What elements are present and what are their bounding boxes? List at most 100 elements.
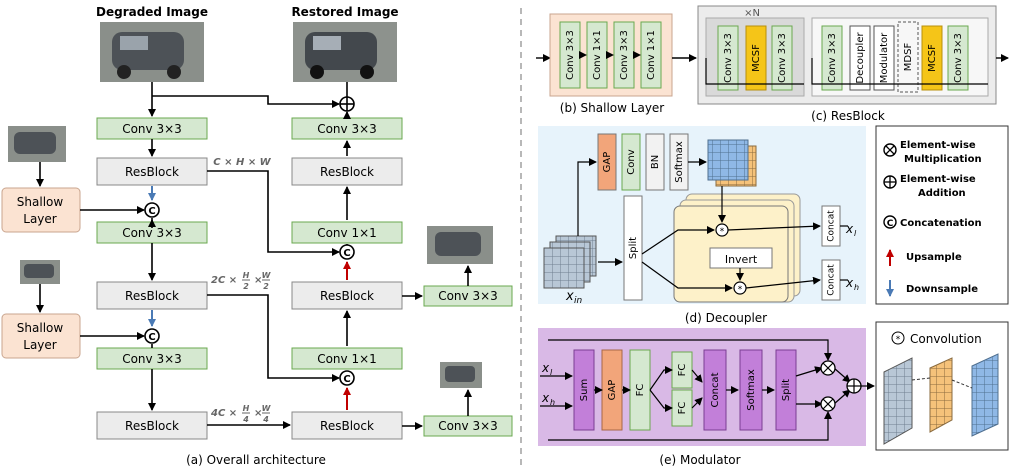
svg-text:C: C (343, 248, 350, 259)
resblock-label: ResBlock (320, 289, 374, 303)
caption-a: (a) Overall architecture (186, 453, 326, 467)
svg-text:h: h (550, 398, 555, 407)
dim-label-1: C × H × W (213, 157, 271, 168)
svg-text:Sum: Sum (579, 379, 590, 401)
modulator-block: FC (671, 389, 693, 427)
svg-text:FC: FC (635, 384, 646, 397)
svg-text:C: C (148, 206, 155, 217)
svg-text:Split: Split (628, 237, 639, 259)
svg-text:GAP: GAP (607, 380, 618, 401)
svg-text:4: 4 (262, 415, 269, 424)
svg-text:Concatenation: Concatenation (900, 218, 982, 229)
svg-text:Split: Split (781, 379, 792, 401)
convolution-illustration: * Convolution (875, 321, 1009, 451)
svg-text:Shallow: Shallow (17, 321, 64, 335)
svg-text:H: H (243, 404, 250, 413)
shallow-block: Conv 3×3 (559, 21, 581, 89)
resblock-label: ResBlock (125, 165, 179, 179)
modulator-block: FC (629, 349, 651, 431)
shallow-block: Conv 3×3 (613, 21, 635, 89)
dim-label-2: 2C × H 2 × W 2 (211, 271, 272, 291)
svg-text:*: * (738, 285, 743, 295)
svg-text:H: H (243, 271, 250, 280)
svg-text:MCSF: MCSF (927, 44, 938, 72)
conv-block (291, 221, 403, 244)
conv-label: Conv 3×3 (438, 289, 498, 303)
restored-image-label: Restored Image (291, 5, 398, 19)
svg-text:Softmax: Softmax (746, 369, 757, 411)
conv-label: Conv 1×1 (317, 226, 377, 240)
svg-text:Convolution: Convolution (910, 332, 982, 346)
svg-text:2: 2 (243, 282, 249, 291)
svg-text:x: x (565, 289, 574, 304)
conv-label: Conv 3×3 (317, 122, 377, 136)
svg-text:x: x (845, 222, 854, 236)
degraded-image-label: Degraded Image (96, 5, 208, 19)
degraded-car-image (100, 22, 204, 82)
svg-text:BN: BN (650, 155, 661, 169)
svg-text:in: in (574, 296, 583, 306)
resblock-block: Conv 3×3 (821, 25, 843, 91)
legend: C Element-wise Multiplication Element-wi… (875, 125, 1009, 305)
svg-text:x: x (541, 391, 550, 405)
output-image-smaller (440, 362, 482, 388)
svg-text:Decoupler: Decoupler (855, 32, 866, 84)
resblock-label: ResBlock (125, 289, 179, 303)
resblock-label: ResBlock (125, 419, 179, 433)
modulator-block: GAP (601, 349, 623, 431)
resblock-block: Modulator (873, 25, 895, 91)
conv-label: Conv 3×3 (122, 226, 182, 240)
resblock-block: MCSF (745, 25, 767, 91)
resblock-5 (291, 281, 403, 310)
svg-text:x: x (845, 276, 854, 290)
svg-text:Conv 3×3: Conv 3×3 (619, 30, 630, 80)
resblock-block: MDSF (897, 21, 919, 93)
modulator-block: FC (671, 351, 693, 389)
svg-text:C: C (148, 332, 155, 343)
x-in-label: x in (565, 289, 583, 306)
shallow-layer-1: Shallow Layer (1, 126, 81, 233)
svg-text:Layer: Layer (23, 212, 57, 226)
svg-text:l: l (854, 229, 857, 238)
svg-text:Concat: Concat (827, 264, 837, 296)
overall-architecture: Degraded Image Restored Image Conv 3×3 R… (1, 5, 513, 467)
svg-text:C: C (343, 374, 350, 385)
shallow-block: Conv 1×1 (586, 21, 608, 89)
repeat-label: ×N (744, 8, 760, 19)
caption-b: (b) Shallow Layer (560, 101, 665, 115)
resblock-label: ResBlock (320, 165, 374, 179)
addition-symbol (339, 96, 355, 112)
svg-text:FC: FC (677, 402, 688, 415)
svg-text:Element-wise: Element-wise (900, 140, 976, 151)
svg-text:h: h (854, 283, 859, 292)
svg-text:Shallow: Shallow (17, 195, 64, 209)
conv-label: Conv 1×1 (317, 352, 377, 366)
svg-text:FC: FC (677, 364, 688, 377)
svg-text:GAP: GAP (602, 152, 613, 173)
svg-text:Multiplication: Multiplication (904, 154, 982, 165)
svg-text:Element-wise: Element-wise (900, 174, 976, 185)
conv-label: Conv 3×3 (438, 419, 498, 433)
svg-text:Softmax: Softmax (674, 141, 685, 183)
svg-text:W: W (262, 271, 272, 280)
caption-e: (e) Modulator (659, 453, 740, 467)
svg-text:Addition: Addition (918, 188, 966, 199)
svg-text:×: × (254, 275, 262, 286)
svg-text:Conv 1×1: Conv 1×1 (592, 30, 603, 80)
modulator-block: Split (775, 349, 797, 431)
resblock-block: Conv 3×3 (771, 25, 793, 91)
caption-d: (d) Decoupler (685, 311, 767, 325)
svg-text:×: × (254, 408, 262, 419)
svg-text:Concat: Concat (710, 372, 721, 407)
resblock-6 (291, 411, 403, 440)
conv-label: Conv 3×3 (122, 122, 182, 136)
output-image-small (427, 226, 493, 264)
resblock-block: Conv 3×3 (947, 25, 969, 91)
svg-text:W: W (262, 404, 272, 413)
resblock-1 (96, 157, 208, 186)
resblock-label: ResBlock (320, 419, 374, 433)
svg-text:2C ×: 2C × (211, 275, 237, 286)
